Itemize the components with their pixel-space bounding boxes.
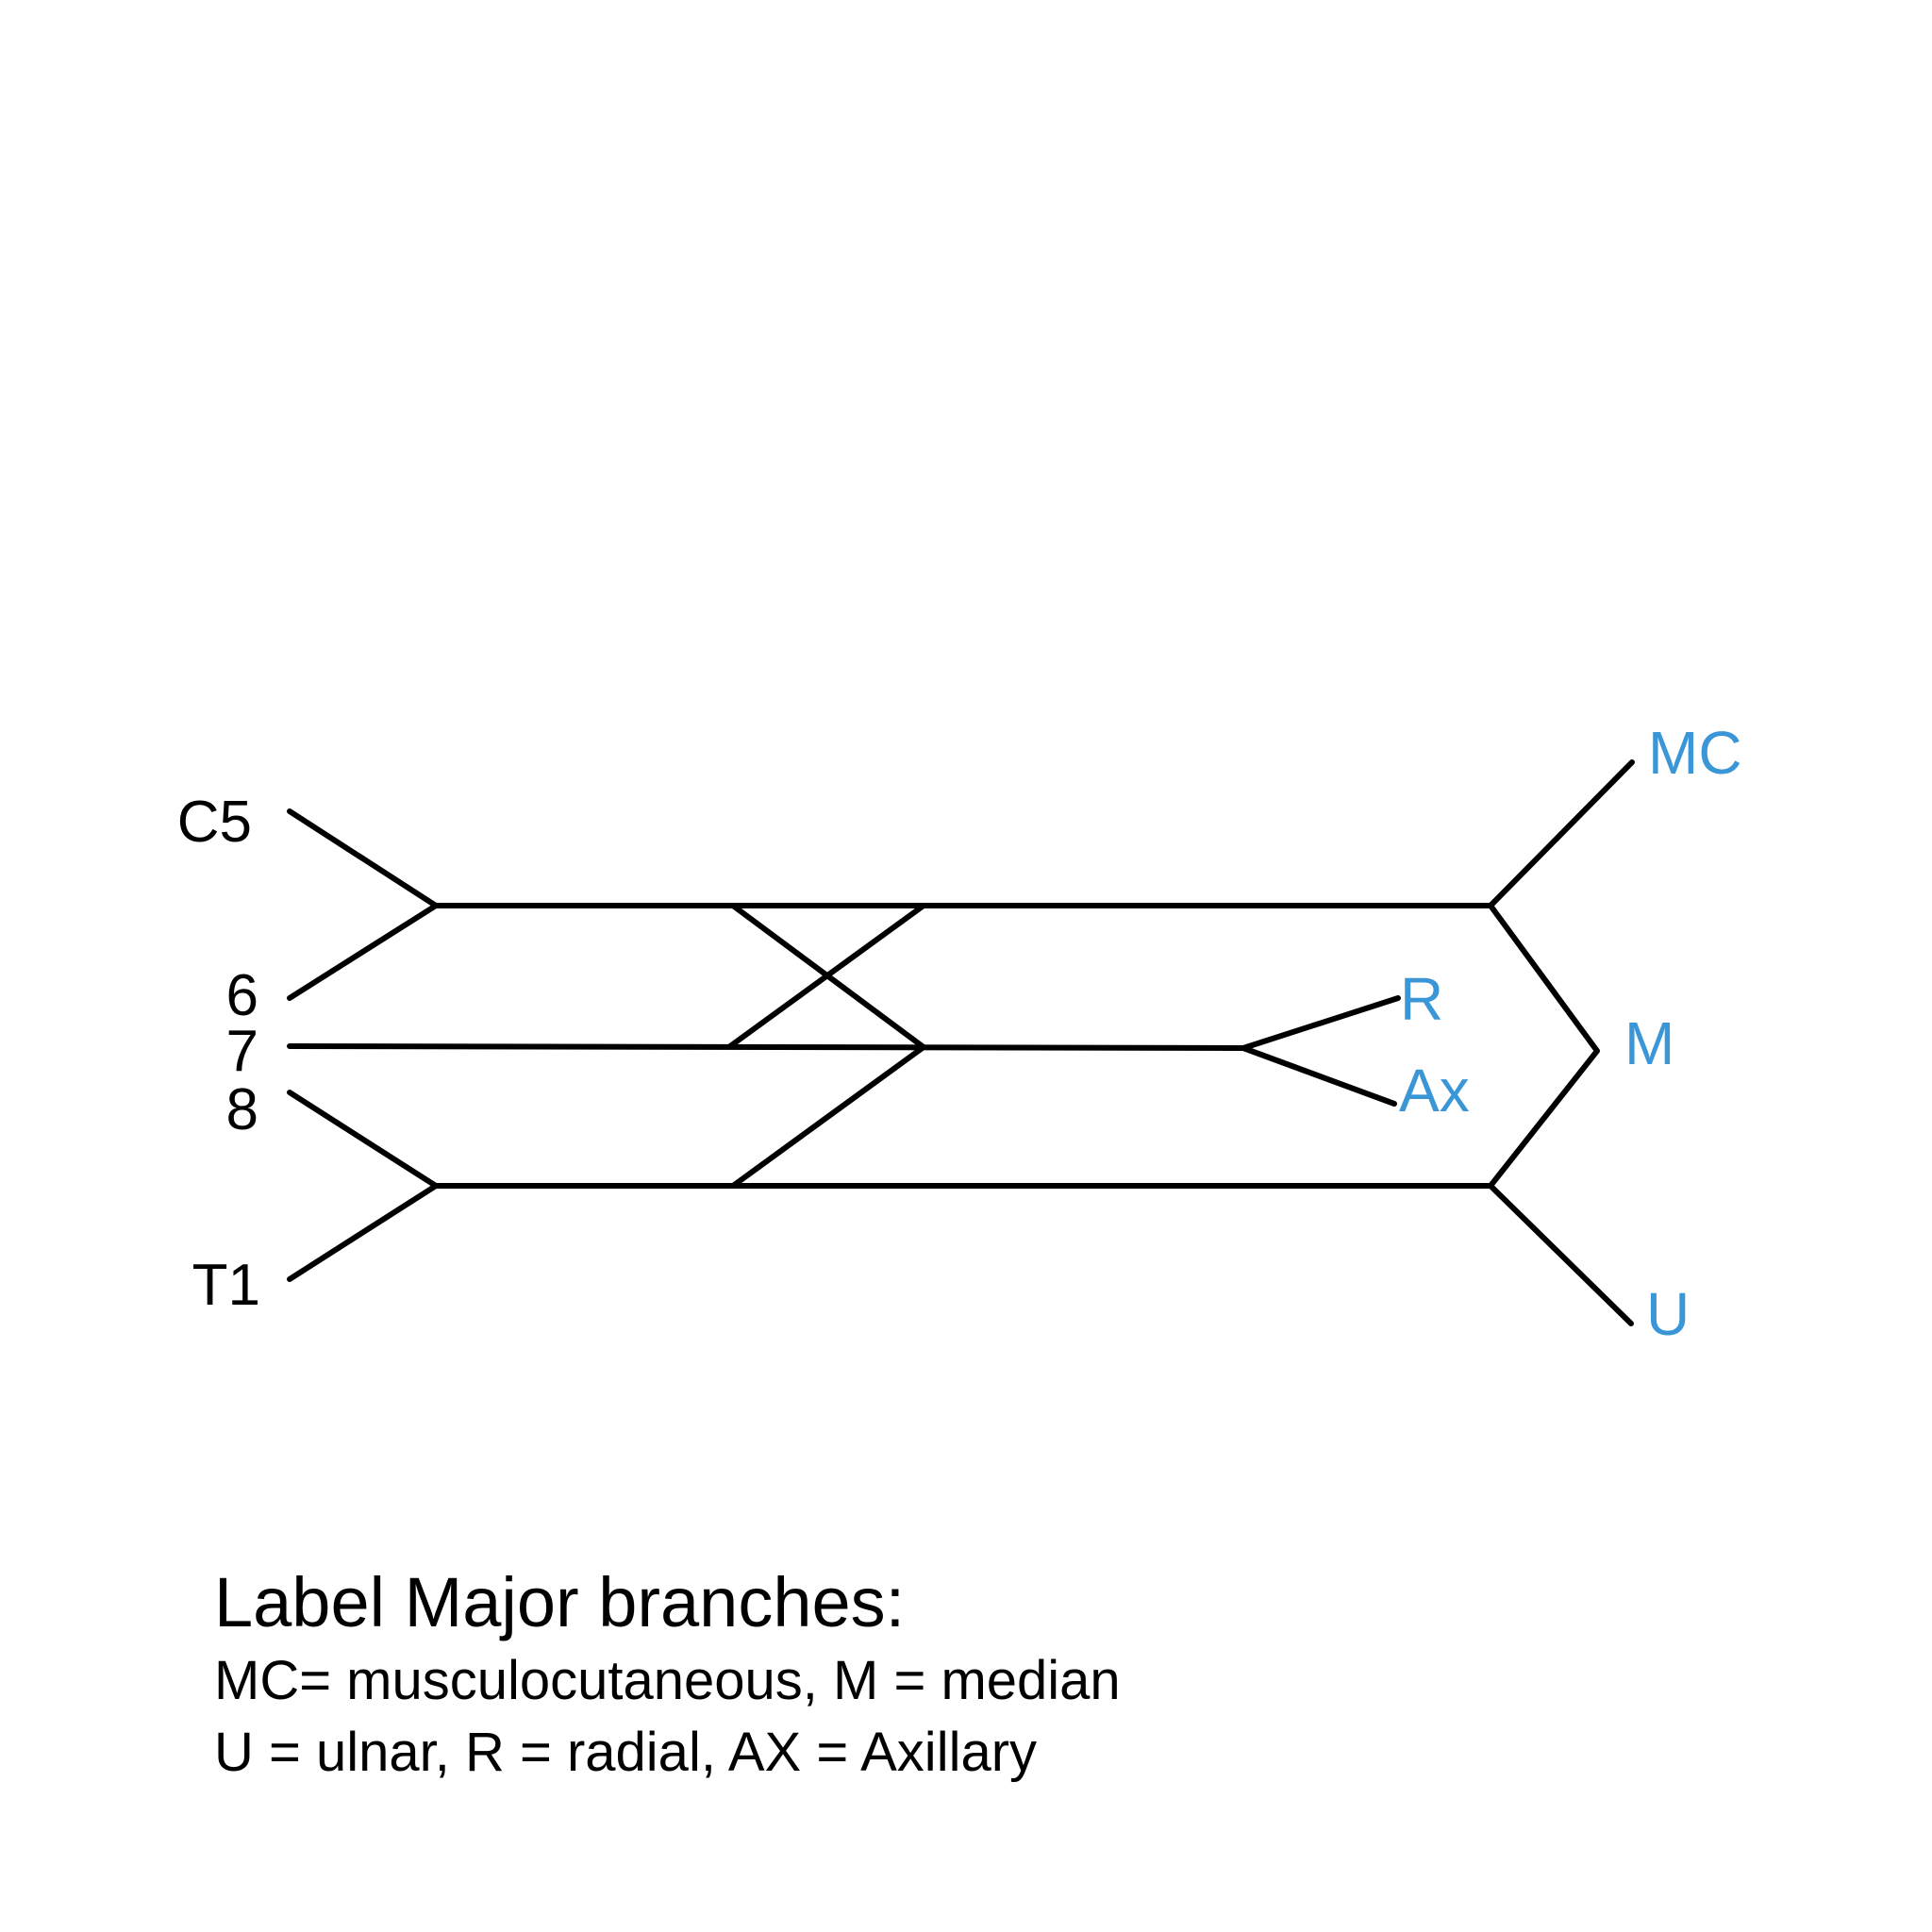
root-c7-line	[287, 1043, 1246, 1051]
branch-label-u: U	[1646, 1280, 1690, 1348]
caption-line-1: MC= musculocutaneous, M = median	[214, 1650, 1121, 1711]
radial-branch-line	[1241, 995, 1401, 1051]
branch-label-m: M	[1624, 1009, 1674, 1077]
root-c5-line	[287, 808, 439, 908]
root-label-c5: C5	[177, 790, 252, 855]
musculocutaneous-branch-line	[1488, 759, 1635, 908]
root-label-t1: T1	[192, 1253, 260, 1318]
ulnar-branch-line	[1488, 1183, 1634, 1326]
root-label-c8: 8	[226, 1077, 258, 1142]
root-t1-line	[287, 1183, 439, 1282]
branch-label-ax: Ax	[1399, 1057, 1470, 1124]
branch-label-mc: MC	[1648, 719, 1742, 787]
caption-title: Label Major branches:	[214, 1563, 906, 1641]
root-label-c7: 7	[226, 1019, 258, 1084]
root-c6-line	[287, 903, 439, 1001]
root-label-c6: 6	[226, 963, 258, 1028]
caption-line-2: U = ulnar, R = radial, AX = Axillary	[214, 1722, 1038, 1783]
axillary-branch-line	[1241, 1045, 1397, 1107]
branch-label-r: R	[1400, 965, 1443, 1033]
lower-posterior-division-line	[730, 1044, 926, 1189]
caption-block: Label Major branches: MC= musculocutaneo…	[214, 1560, 1121, 1789]
median-branch-line	[1488, 903, 1600, 1189]
middle-anterior-division-line	[727, 903, 926, 1049]
root-c8-line	[287, 1090, 439, 1189]
